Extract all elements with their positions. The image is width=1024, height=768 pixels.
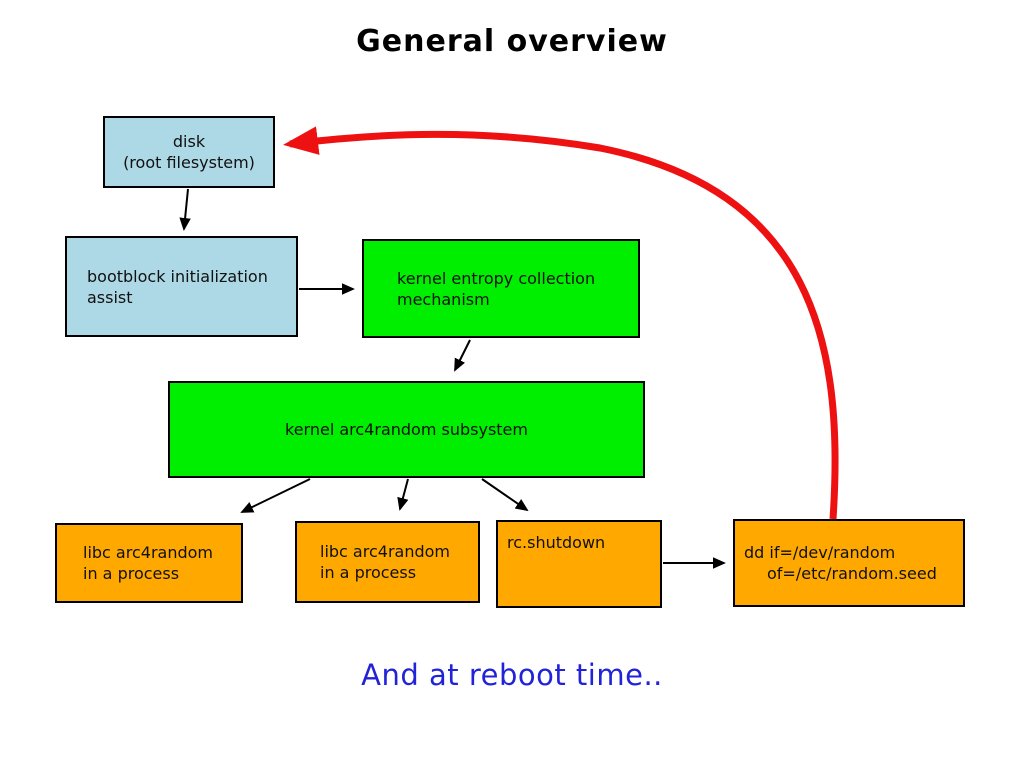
node-dd-random-seed-line1: dd if=/dev/random (744, 543, 896, 562)
node-kernel-entropy: kernel entropy collection mechanism (362, 239, 640, 338)
node-kernel-entropy-line2: mechanism (397, 289, 490, 309)
node-libc-arc4random-1-line1: libc arc4random (83, 543, 213, 562)
arrow-arc4-to-libc2 (397, 478, 409, 511)
node-libc-arc4random-2-line1: libc arc4random (320, 542, 450, 561)
node-rc-shutdown: rc.shutdown (496, 520, 662, 608)
arrow-arc4-to-rcshutdown (481, 478, 529, 512)
node-dd-random-seed: dd if=/dev/random of=/etc/random.seed (733, 519, 965, 607)
arrow-entropy-to-arc4 (454, 339, 471, 372)
node-kernel-arc4random-label: kernel arc4random subsystem (285, 420, 528, 439)
node-disk: disk (root filesystem) (103, 116, 275, 188)
node-libc-arc4random-1: libc arc4random in a process (55, 523, 243, 603)
footer-note: And at reboot time.. (361, 658, 663, 692)
node-bootblock-line1: bootblock initialization (87, 266, 268, 286)
page-title: General overview (356, 24, 668, 59)
node-kernel-arc4random: kernel arc4random subsystem (168, 381, 645, 478)
node-disk-line1: disk (172, 132, 206, 151)
arrow-arc4-to-libc1 (240, 478, 311, 513)
node-kernel-entropy-line1: kernel entropy collection (397, 268, 596, 288)
node-libc-arc4random-2: libc arc4random in a process (295, 521, 480, 603)
node-dd-random-seed-line2: of=/etc/random.seed (767, 564, 937, 583)
node-bootblock-line2: assist (87, 287, 133, 307)
node-bootblock: bootblock initialization assist (65, 236, 298, 337)
node-disk-line2: (root filesystem) (123, 153, 255, 172)
node-libc-arc4random-1-line2: in a process (83, 564, 180, 583)
node-rc-shutdown-label: rc.shutdown (507, 533, 606, 552)
node-libc-arc4random-2-line2: in a process (320, 563, 417, 582)
arrow-disk-to-bootblock (179, 188, 191, 231)
